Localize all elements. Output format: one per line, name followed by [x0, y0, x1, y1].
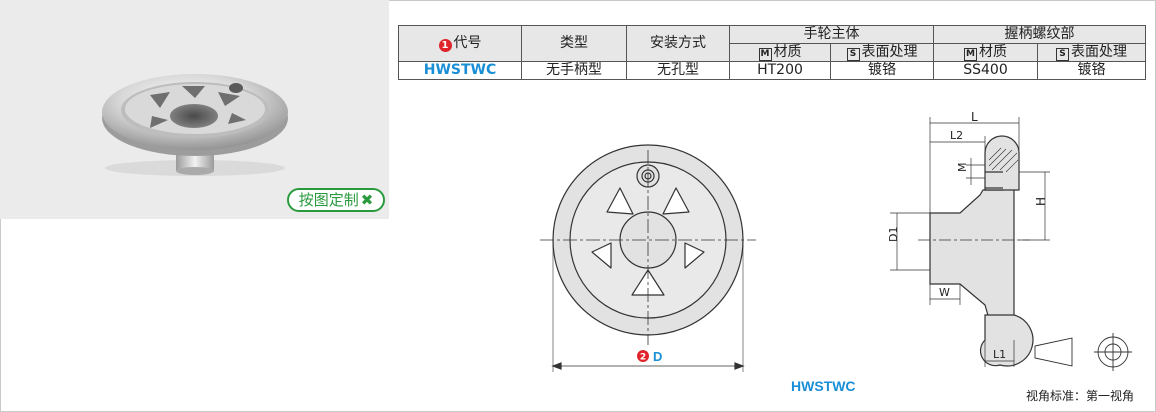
cell-body-material: HT200 — [729, 61, 831, 80]
svg-text:D: D — [653, 349, 662, 364]
cell-code[interactable]: HWSTWC — [398, 61, 522, 80]
side-view — [929, 135, 1034, 367]
svg-text:M: M — [956, 163, 969, 173]
view-standard-note: 视角标准：第一视角 — [1026, 389, 1135, 403]
svg-text:W: W — [939, 286, 950, 299]
front-view — [540, 144, 756, 372]
handwheel-photo — [102, 74, 288, 176]
cell-thread-surface: 镀铬 — [1037, 61, 1146, 80]
wrench-icon: ✖ — [360, 191, 374, 209]
header-thread-group: 握柄螺纹部 — [933, 25, 1146, 44]
header-mounting: 安装方式 — [626, 25, 730, 62]
svg-text:L1: L1 — [993, 348, 1006, 361]
marker-1: 1 — [438, 39, 452, 52]
svg-text:D1: D1 — [887, 227, 900, 242]
side-hatch — [988, 147, 1019, 173]
svg-text:L2: L2 — [950, 129, 963, 142]
cell-mounting: 无孔型 — [626, 61, 730, 80]
side-dims — [890, 117, 1050, 367]
dimension-labels: L L2 M H D1 W L1 — [887, 110, 1048, 361]
cell-body-surface: 镀铬 — [830, 61, 934, 80]
d-callout: 2 D — [637, 349, 662, 364]
svg-text:H: H — [1034, 197, 1048, 206]
header-type: 类型 — [521, 25, 627, 62]
projection-symbol-icon — [1034, 333, 1132, 371]
cell-thread-material: SS400 — [933, 61, 1038, 80]
table-row: HWSTWC 无手柄型 无孔型 HT200 镀铬 SS400 镀铬 — [398, 61, 1146, 80]
svg-text:L: L — [971, 110, 978, 124]
custom-order-label: 按图定制 — [298, 191, 359, 209]
product-photo: 按图定制 ✖ — [0, 0, 389, 219]
header-body-group: 手轮主体 — [729, 25, 934, 44]
svg-text:2: 2 — [640, 353, 646, 363]
model-label: HWSTWC — [791, 378, 856, 394]
custom-order-button[interactable]: 按图定制 ✖ — [287, 188, 385, 212]
cell-type: 无手柄型 — [521, 61, 627, 80]
